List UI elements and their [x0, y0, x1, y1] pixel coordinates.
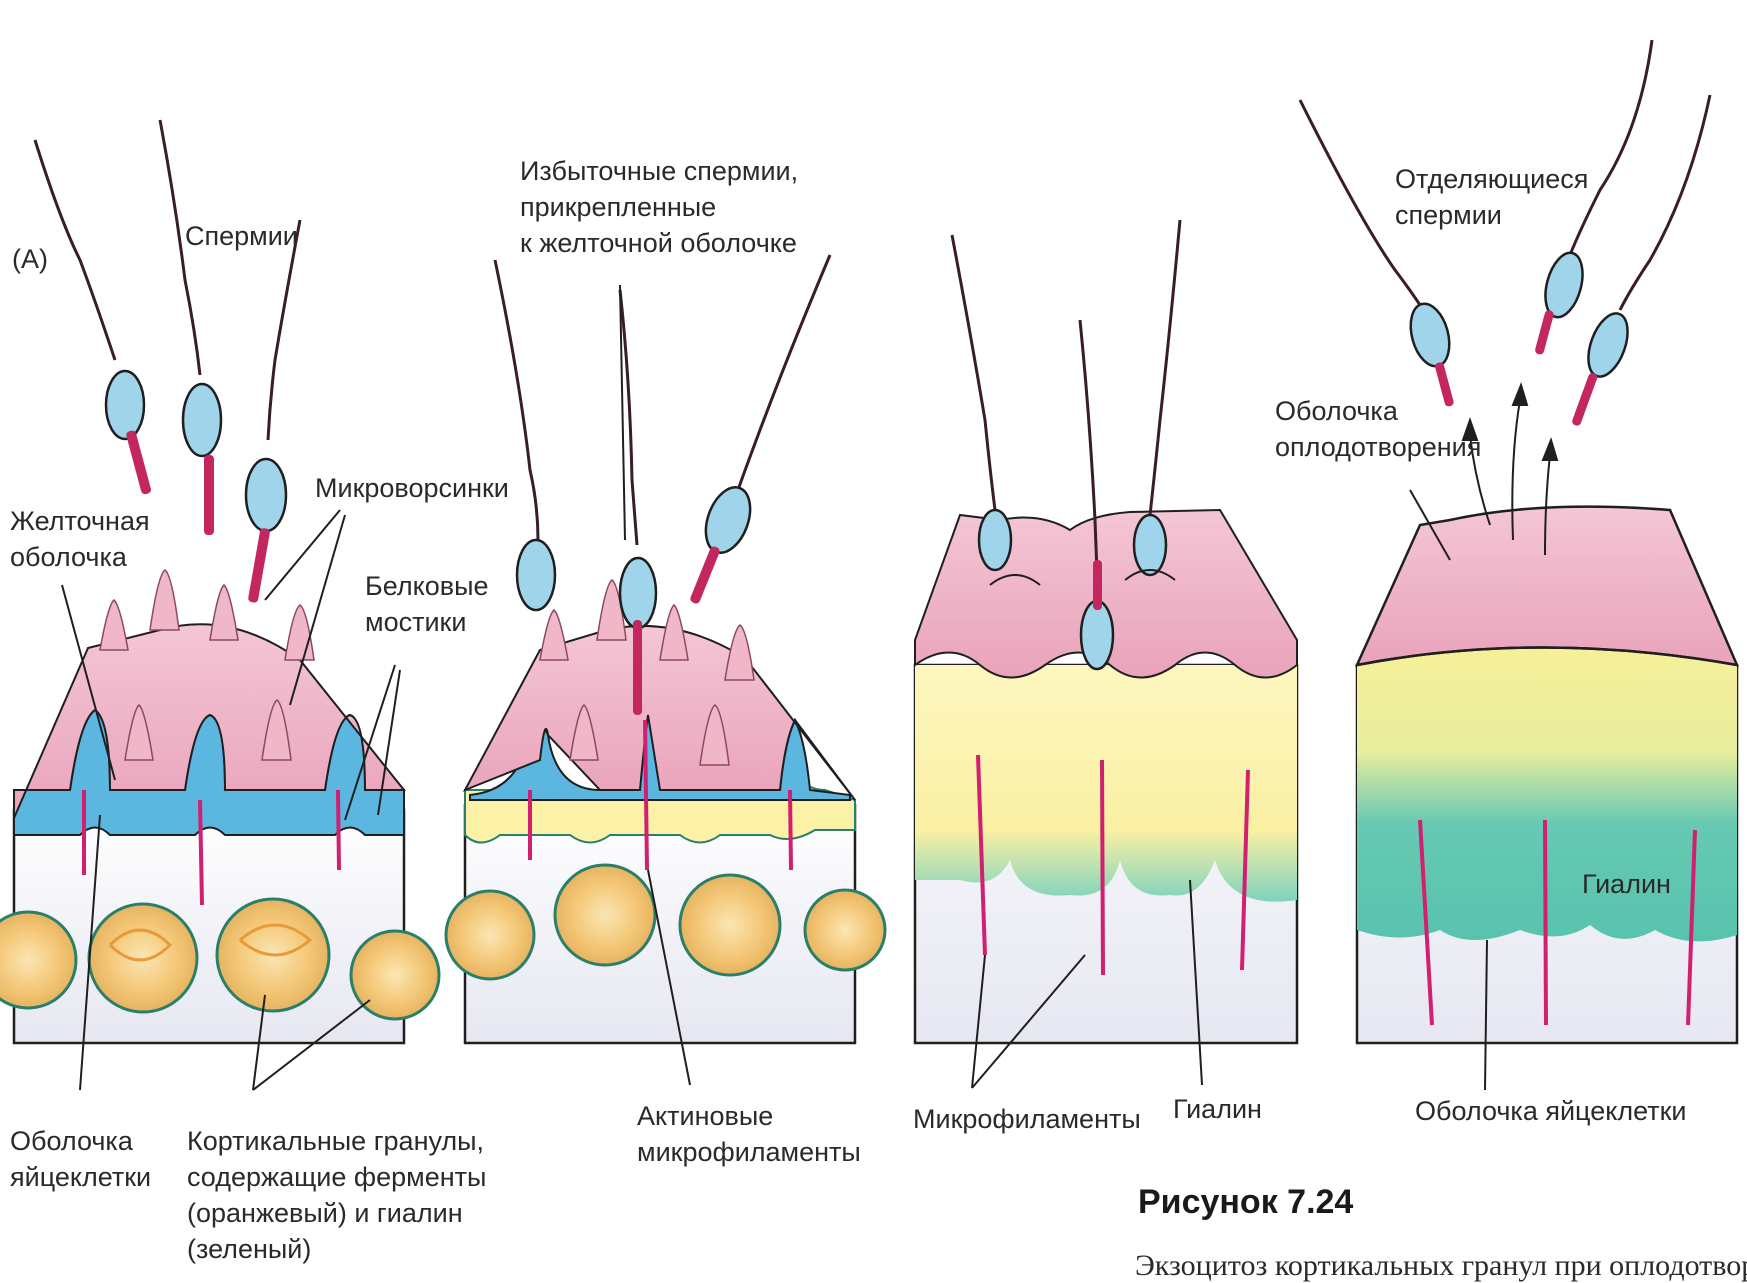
panel-a-tag: (A) — [12, 244, 48, 274]
figure-caption-title: Рисунок 7.24 — [1138, 1183, 1353, 1221]
label-spermii: Спермии — [185, 221, 298, 251]
cortical-granule — [89, 904, 197, 1012]
panel-c-yellow-green-layer — [915, 665, 1297, 902]
label-hyalin-d: Гиалин — [1582, 869, 1671, 899]
label-hyalin-c: Гиалин — [1173, 1094, 1262, 1124]
figure-caption-text: Экзоцитоз кортикальных гранул при оплодо… — [1135, 1249, 1747, 1282]
label-excess-sperm: Избыточные спермии, прикрепленные к желт… — [520, 156, 806, 258]
label-microvilli: Микроворсинки — [315, 473, 509, 503]
panel-d: Отделяющиеся спермии Оболочка оплодотвор… — [1275, 40, 1737, 1126]
panel-d-sperm — [1300, 40, 1710, 427]
label-egg-membrane-d: Оболочка яйцеклетки — [1415, 1096, 1687, 1126]
panel-a: (A) Спермии Желточная оболочка Микроворс… — [0, 120, 509, 1264]
label-detaching-sperm: Отделяющиеся спермии — [1395, 164, 1596, 230]
label-yolk-membrane: Желточная оболочка — [10, 506, 157, 572]
cortical-granule — [351, 931, 439, 1019]
label-egg-membrane-a: Оболочка яйцеклетки — [10, 1126, 151, 1192]
panel-a-cytoplasm — [14, 810, 404, 1043]
panel-c: Микрофиламенты Гиалин — [913, 220, 1297, 1134]
label-protein-bridges: Белковые мостики — [365, 571, 496, 637]
label-cortical-granules: Кортикальные гранулы, содержащие фермент… — [187, 1126, 494, 1264]
panel-b: Избыточные спермии, прикрепленные к желт… — [446, 156, 885, 1167]
panel-d-fertilization-membrane — [1357, 507, 1737, 665]
label-actin-microfilaments: Актиновые микрофиламенты — [637, 1101, 861, 1167]
label-microfilaments-c: Микрофиламенты — [913, 1104, 1141, 1134]
